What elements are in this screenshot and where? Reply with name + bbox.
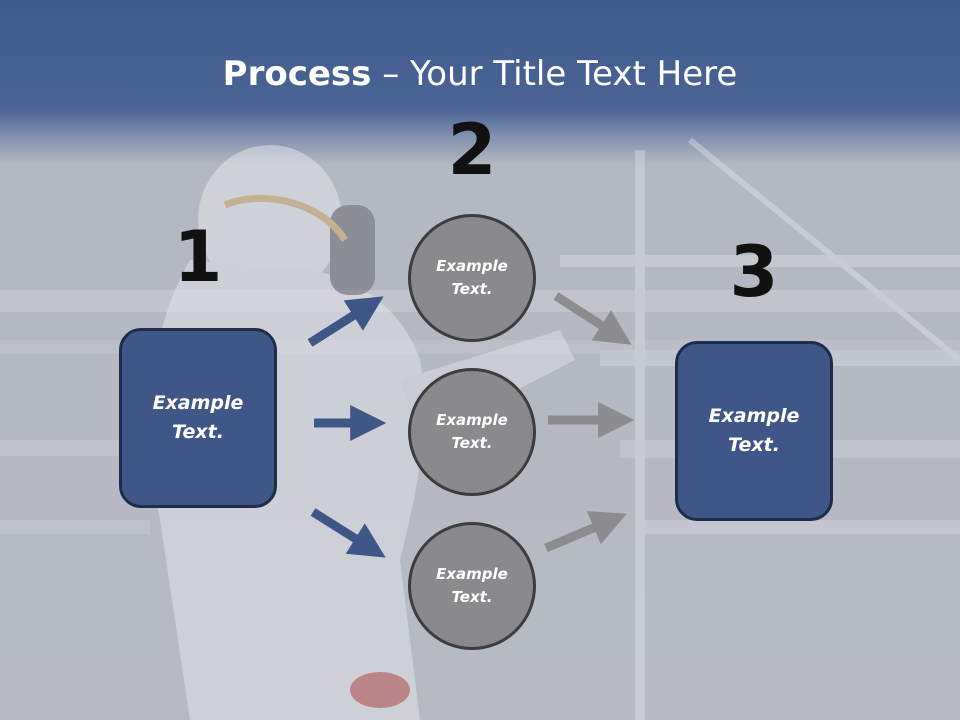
step-box-1: Example Text.	[119, 328, 277, 508]
step-box-1-label: Example Text.	[152, 392, 244, 443]
title-text: Your Title Text Here	[410, 54, 738, 94]
arrow-box1-to-circle-bottom	[310, 508, 386, 558]
title-bold: Process	[222, 54, 372, 94]
circle-bottom-label: Example Text.	[436, 565, 508, 606]
step-number-3: 3	[729, 231, 779, 313]
slide-title: Process – Your Title Text Here	[0, 52, 960, 96]
step-box-3: Example Text.	[675, 341, 833, 521]
circle-top: Example Text.	[408, 214, 536, 342]
step-number-2: 2	[447, 109, 497, 191]
arrow-box1-to-circle-top	[307, 296, 384, 347]
circle-top-label: Example Text.	[436, 257, 508, 298]
step-box-3-label: Example Text.	[708, 405, 800, 456]
step-number-1: 1	[173, 216, 223, 298]
arrow-circle-bottom-to-box3	[544, 511, 627, 553]
title-separator: –	[371, 54, 411, 94]
circle-middle-label: Example Text.	[436, 411, 508, 452]
circle-middle: Example Text.	[408, 368, 536, 496]
arrow-circle-top-to-box3	[553, 292, 632, 345]
circle-bottom: Example Text.	[408, 522, 536, 650]
